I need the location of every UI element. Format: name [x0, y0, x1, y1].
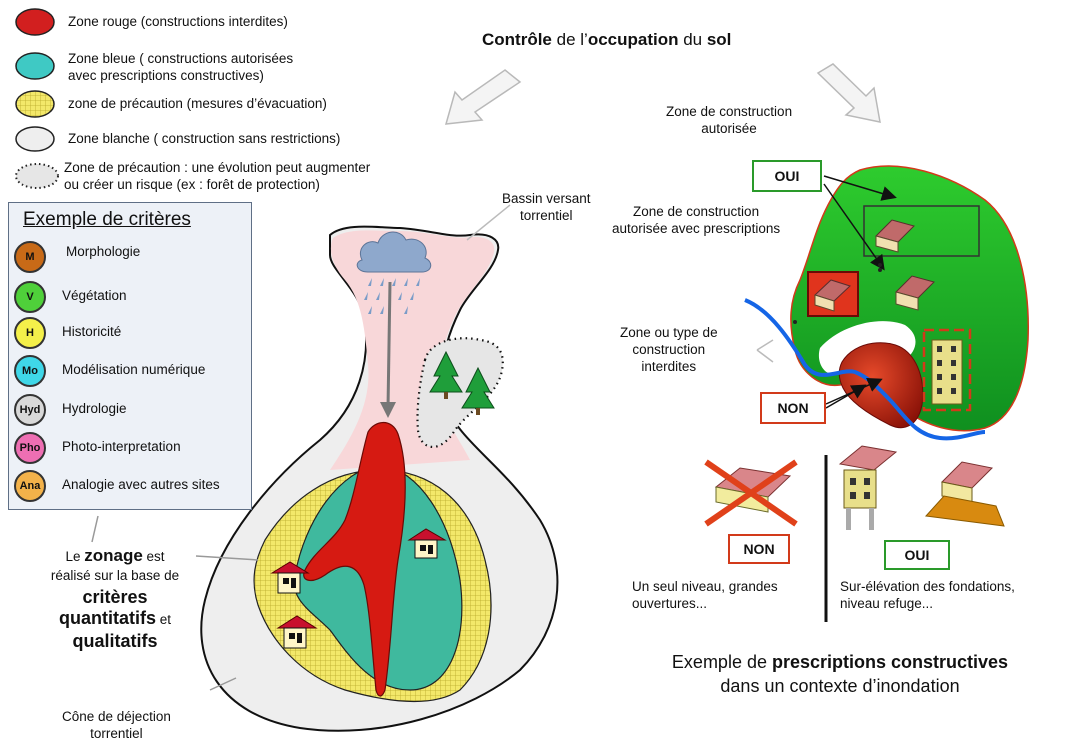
- legend-swatch-blue: [15, 52, 55, 80]
- tree-icon: [461, 366, 495, 415]
- zone-interdites-label: Zone ou type de construction interdites: [620, 325, 718, 374]
- criteria-badge: Mo: [14, 355, 46, 387]
- bassin-label: Bassin versant torrentiel: [502, 191, 591, 223]
- arrow-left-hollow-icon: [444, 69, 522, 125]
- criteria-badge: H: [14, 317, 46, 349]
- house-stilts-icon: [838, 445, 898, 530]
- building-frame: [922, 328, 972, 412]
- zone-autorisee-label: Zone de construction autorisée: [666, 104, 793, 136]
- legend-label-dotted: Zone de précaution : une évolution peut …: [64, 160, 371, 192]
- page-title: Contrôle de l’occupation du sol: [482, 30, 732, 49]
- house-crossed-icon: [704, 459, 798, 527]
- flow-arrow-icon: [386, 281, 392, 409]
- house-icon: [270, 561, 310, 594]
- house-icon: [875, 219, 915, 253]
- un-seul-niveau-label: Un seul niveau, grandes ouvertures...: [632, 579, 778, 611]
- flow-arrowhead-icon: [380, 402, 396, 418]
- legend-label-white: Zone blanche ( construction sans restric…: [68, 131, 341, 146]
- zone-prescriptions-label: Zone de construction autorisée avec pres…: [612, 204, 781, 236]
- legend-swatch-yellow: [15, 90, 55, 118]
- oui-box: OUI: [752, 160, 822, 192]
- criteria-title: Exemple de critères: [23, 209, 191, 230]
- criteria-badge: Pho: [14, 432, 46, 464]
- tree-icon: [429, 350, 463, 399]
- zone-prescription-outline: [863, 205, 980, 257]
- criteria-panel: Exemple de critères M Morphologie V Végé…: [8, 202, 252, 510]
- bassin-versant-shape: [330, 230, 495, 470]
- arrow-right-hollow-icon: [816, 63, 881, 123]
- house-raised-icon: [924, 461, 1005, 527]
- legend-label-red: Zone rouge (constructions interdites): [68, 14, 288, 29]
- legend-swatch-white: [15, 126, 55, 152]
- legend-swatch-dotted: [15, 163, 59, 189]
- oui-example-box: OUI: [884, 540, 950, 570]
- house-icon: [895, 275, 935, 311]
- legend-label-yellow: zone de précaution (mesures d’évacuation…: [68, 96, 327, 111]
- criteria-badge: Hyd: [14, 394, 46, 426]
- legend-label-blue: Zone bleue ( constructions autorisées av…: [68, 51, 294, 83]
- legend-swatch-red: [15, 8, 55, 36]
- non-example-box: NON: [728, 534, 790, 564]
- zone-interdite-red-shape: [838, 342, 924, 429]
- house-icon: [814, 279, 851, 312]
- building-icon: [931, 339, 963, 405]
- zone-rouge-shape: [303, 421, 406, 697]
- criteria-badge: Ana: [14, 470, 46, 502]
- criteria-badge: M: [14, 241, 46, 273]
- non-box: NON: [760, 392, 826, 424]
- house-icon: [407, 528, 447, 559]
- exemple-prescriptions-caption: Exemple de prescriptions constructives d…: [671, 652, 1009, 696]
- rain-cloud-icon: [356, 231, 432, 314]
- criteria-badge: V: [14, 281, 46, 313]
- house-icon: [276, 615, 318, 649]
- cone-label: Cône de déjection torrentiel: [62, 709, 171, 741]
- sur-elevation-label: Sur-élévation des fondations, niveau ref…: [840, 579, 1015, 611]
- zonage-text: Le zonage est réalisé sur la base de cri…: [50, 546, 180, 651]
